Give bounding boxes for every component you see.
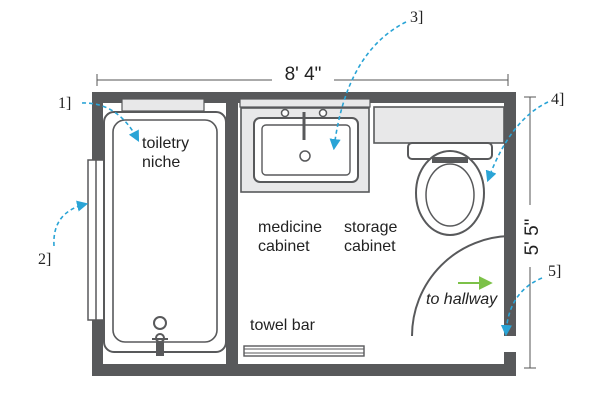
label-niche: niche [142,154,180,171]
tub-inner [112,119,218,343]
toiletry-niche [121,98,205,112]
label-towel-bar: towel bar [250,317,316,334]
callout-arrow-5 [500,277,543,337]
label-medicine: medicine [258,219,322,236]
callout-arrow-2 [53,200,89,247]
tub-drain [153,316,167,330]
storage-cabinet [373,106,505,144]
sink-basin-inner [261,124,351,176]
walls [87,92,516,376]
callout-2: 2] [38,251,51,268]
partition-wall [226,103,238,364]
toilet-seat-hinge [432,157,468,163]
label-toiletry: toiletry [142,135,189,152]
door-swing-arc [411,235,513,337]
towel-bar-rail [243,345,365,357]
callout-arrows [53,21,549,337]
height-dimension: 5' 5" [522,219,543,256]
callout-5: 5] [548,263,561,280]
towel-bar [243,345,365,357]
callout-1: 1] [58,95,71,112]
sink-handle-right [318,108,328,118]
width-dimension: 8' 4" [285,64,322,85]
toilet [407,142,493,236]
callout-arrow-4 [485,101,549,183]
label-medicine-cabinet: cabinet [258,238,310,255]
label-to-hallway: to hallway [426,291,498,308]
door [411,235,514,337]
sink-drain [299,150,311,162]
callout-arrow-1 [81,102,140,142]
toilet-bowl-inner [425,163,475,227]
callout-4: 4] [551,91,564,108]
bathtub [103,98,227,356]
callout-3: 3] [410,9,423,26]
label-storage-cabinet: cabinet [344,238,396,255]
callout-arrow-3 [329,21,407,151]
vanity [239,98,371,193]
label-storage: storage [344,219,397,236]
sink-handle-left [280,108,290,118]
tub-spout [156,342,164,356]
medicine-cabinet [239,98,371,108]
